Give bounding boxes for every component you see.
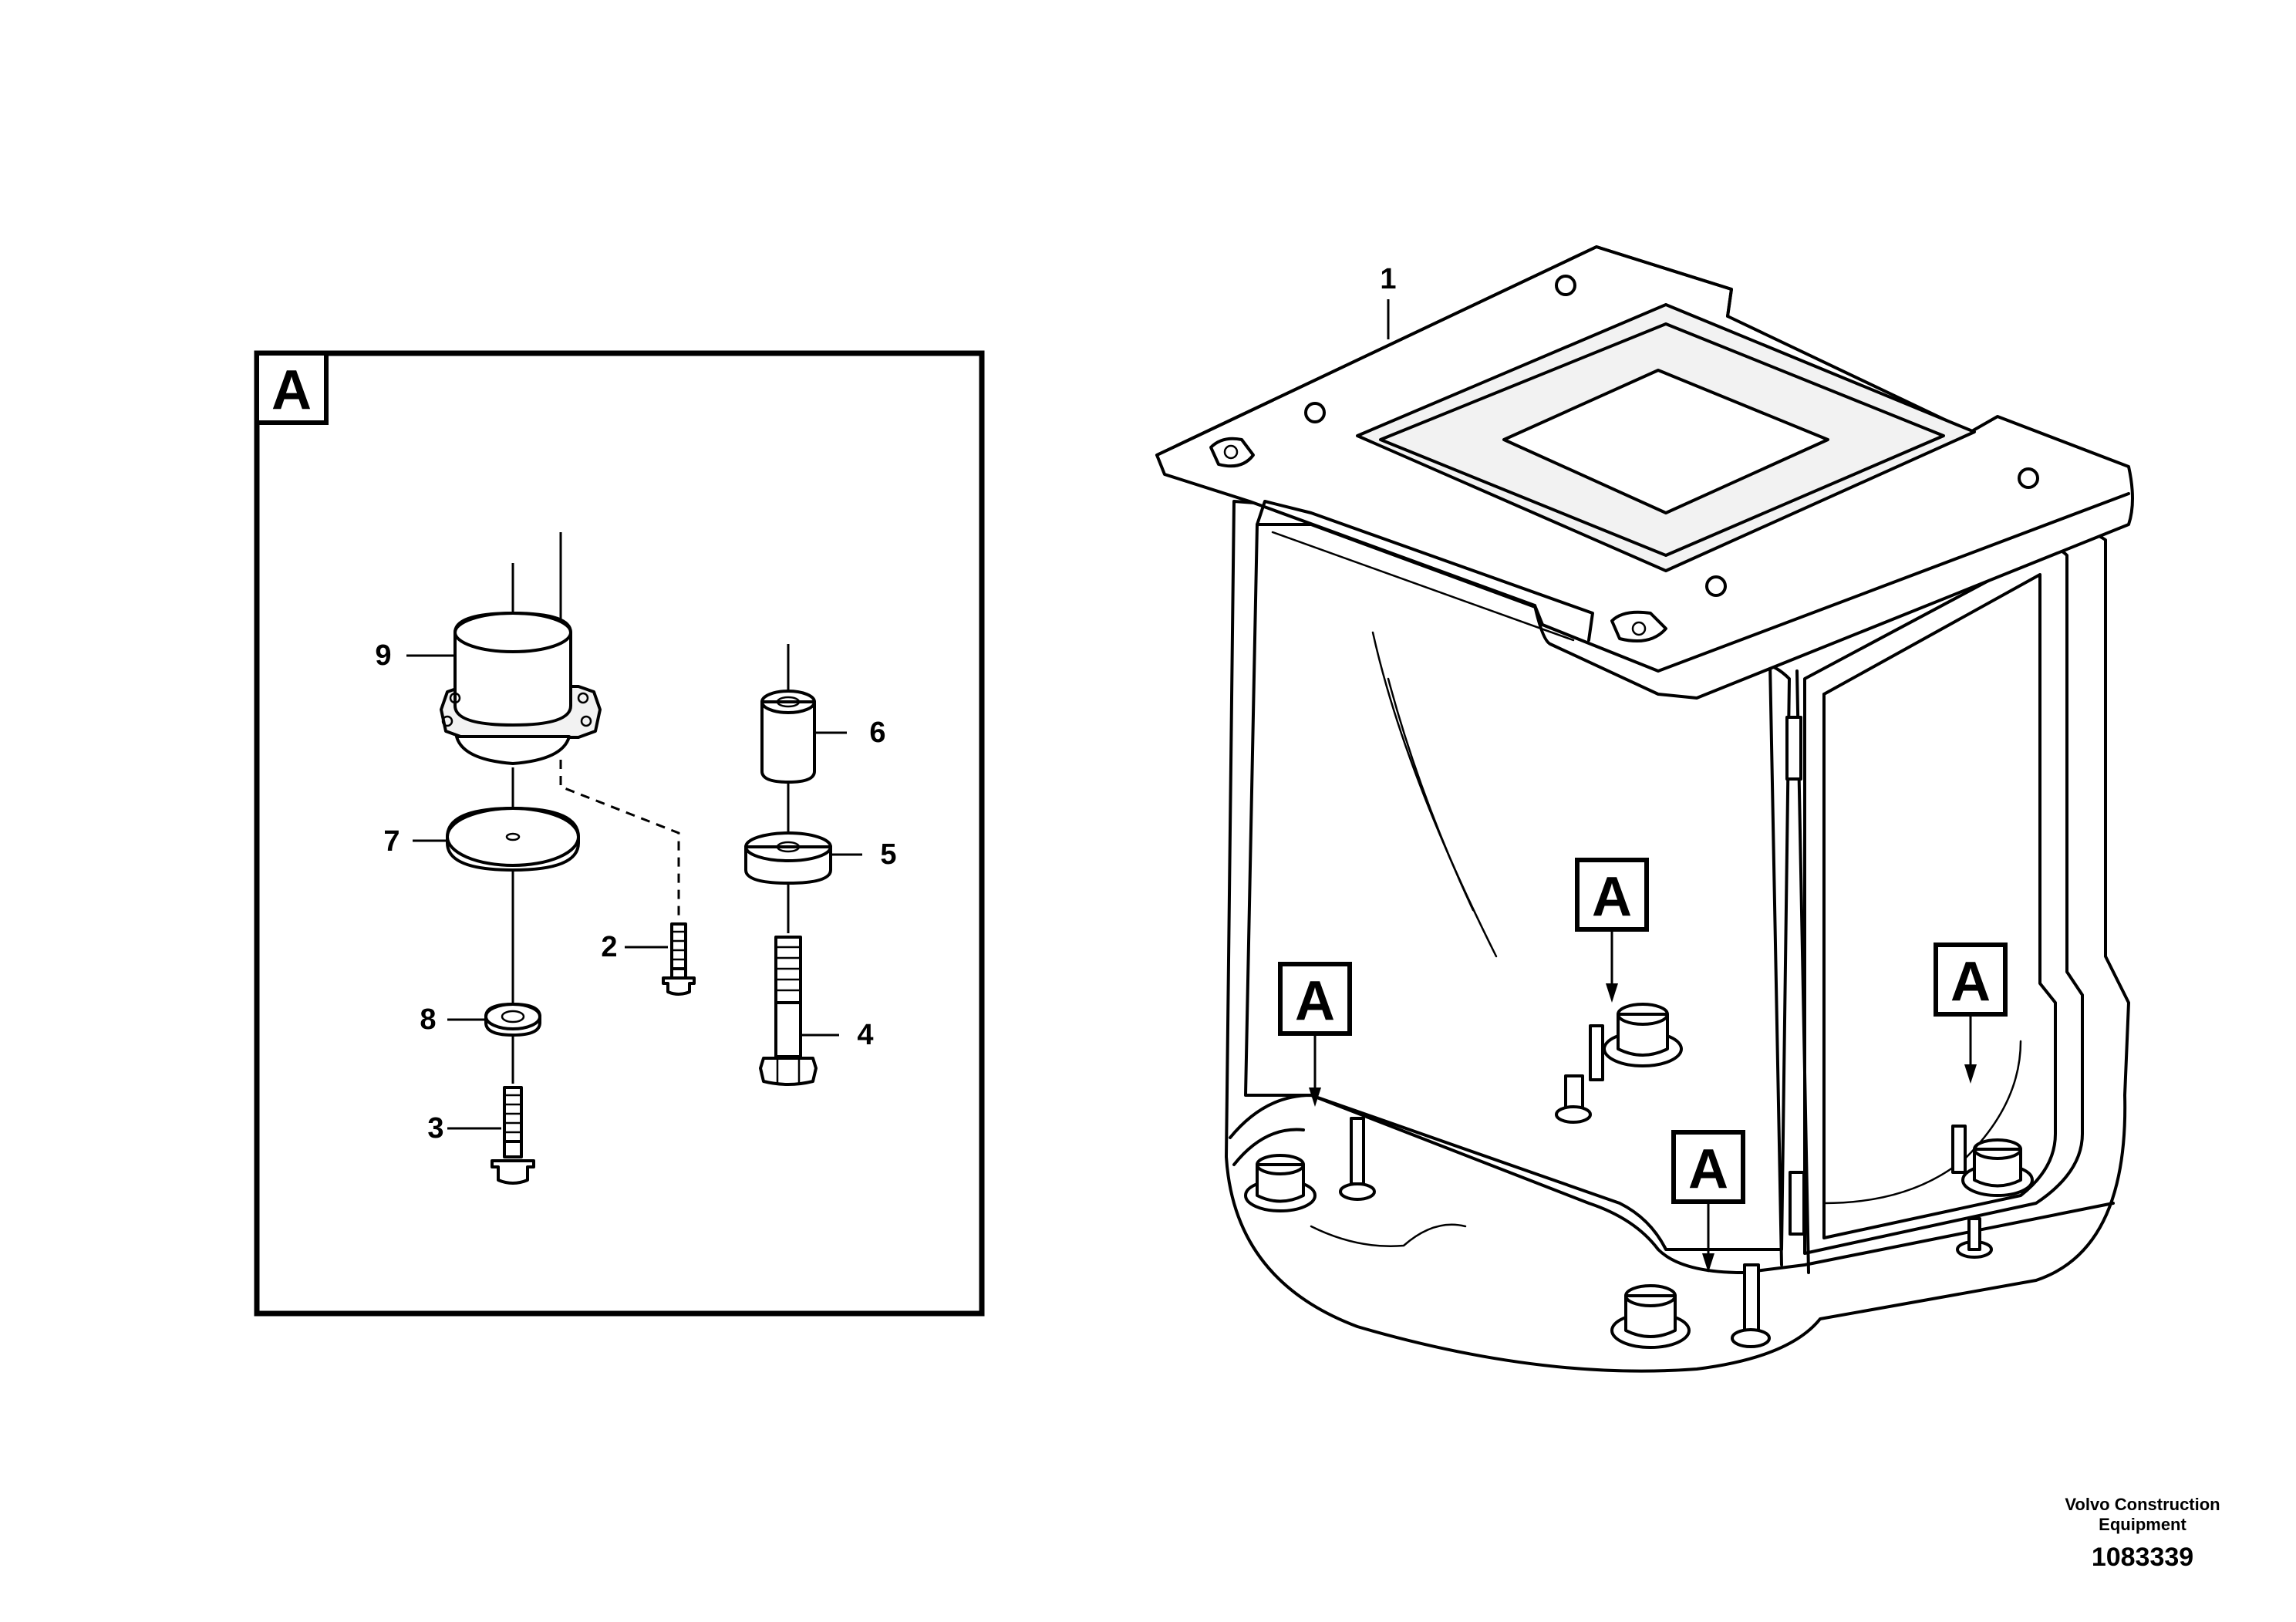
part-number-8: 8	[420, 1003, 436, 1036]
callout-a-4: A	[1671, 1130, 1745, 1273]
detail-a-label: A	[271, 359, 312, 421]
company-name-line2: Equipment	[2099, 1515, 2186, 1534]
drawing-number: 1083339	[2092, 1543, 2193, 1572]
company-name-line1: Volvo Construction	[2065, 1495, 2220, 1514]
part-number-1: 1	[1380, 263, 1396, 295]
part-number-2: 2	[601, 931, 617, 963]
detail-a-label-box: A	[255, 351, 329, 425]
washer-part-7: 7	[383, 807, 580, 872]
svg-text:A: A	[1592, 866, 1632, 928]
bolt-part-4: 4	[759, 936, 874, 1086]
part-number-4: 4	[857, 1019, 873, 1051]
part-number-5: 5	[880, 838, 896, 871]
drawing-footer: Volvo Construction Equipment 1083339	[2065, 1495, 2220, 1572]
svg-text:A: A	[1295, 970, 1335, 1032]
cab-mount-right-rear	[1951, 1125, 2034, 1259]
detail-a-panel: A 9 7	[254, 350, 985, 1317]
callout-a-2: A	[1575, 858, 1649, 1003]
cab-mount-middle	[1555, 1003, 1683, 1124]
rubber-mount-part-9: 9	[375, 532, 602, 765]
part-number-7: 7	[383, 825, 400, 858]
bolt-part-3: 3	[427, 1086, 535, 1185]
cab-mount-front-bottom	[1610, 1263, 1771, 1349]
cab-assembly: 1	[1155, 245, 2134, 1373]
part-number-6: 6	[869, 717, 885, 749]
part-number-9: 9	[375, 639, 391, 672]
bolt-part-2: 2	[601, 922, 696, 996]
svg-text:A: A	[1688, 1138, 1728, 1200]
callout-a-3: A	[1934, 943, 2008, 1084]
washer-part-8: 8	[420, 1003, 541, 1037]
part-number-3: 3	[427, 1112, 443, 1145]
cab-mount-front-left	[1244, 1117, 1376, 1212]
svg-text:A: A	[1950, 951, 1991, 1013]
spacer-part-5: 5	[744, 831, 897, 885]
callout-a-1: A	[1278, 962, 1352, 1107]
assembly-guide-line	[559, 760, 680, 918]
sleeve-part-6: 6	[760, 644, 886, 784]
